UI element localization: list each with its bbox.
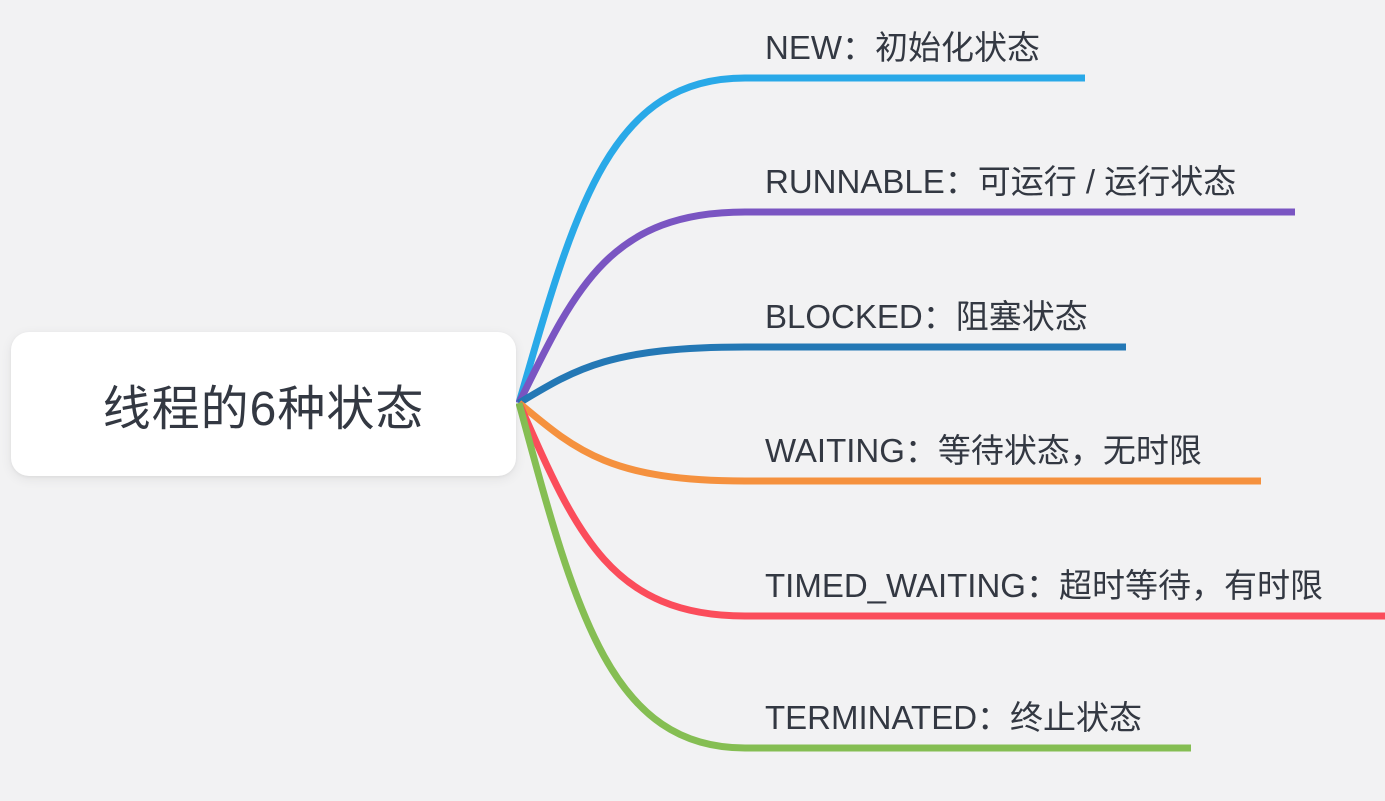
branch-label-terminated[interactable]: TERMINATED：终止状态 <box>765 699 1143 736</box>
root-topic-label: 线程的6种状态 <box>102 383 425 436</box>
branch-line-terminated <box>515 402 1191 752</box>
branch-label-runnable[interactable]: RUNNABLE：可运行 / 运行状态 <box>765 163 1237 200</box>
branch-line-waiting <box>516 400 1261 485</box>
branch-label-waiting[interactable]: WAITING：等待状态，无时限 <box>765 432 1202 469</box>
branch-line-blocked <box>517 343 1126 407</box>
branch-label-blocked[interactable]: BLOCKED：阻塞状态 <box>765 298 1088 335</box>
root-topic-node[interactable]: 线程的6种状态 <box>11 332 516 476</box>
branch-line-runnable <box>515 208 1295 405</box>
branch-line-timed-waiting <box>515 401 1385 620</box>
branch-label-new[interactable]: NEW：初始化状态 <box>765 29 1040 66</box>
branch-label-timed-waiting[interactable]: TIMED_WAITING：超时等待，有时限 <box>765 567 1323 604</box>
branch-line-new <box>515 74 1085 404</box>
